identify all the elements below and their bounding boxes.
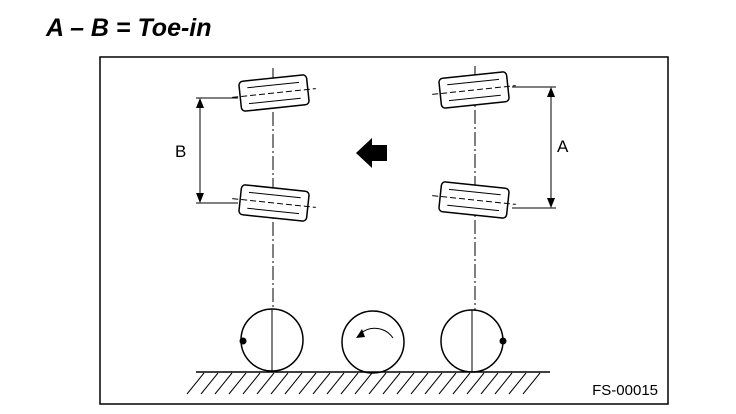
tire-right-rear: [429, 179, 519, 221]
tire-left-front: [229, 72, 319, 114]
diagram-frame: [99, 56, 669, 405]
tire-right-front: [429, 69, 519, 111]
ground-hatching: [186, 372, 541, 395]
tire-left-rear: [229, 182, 319, 224]
direction-arrow-icon: [356, 138, 387, 168]
dimension-a: [512, 86, 556, 209]
wheel-center-rotating: [341, 310, 405, 374]
page-title: A – B = Toe-in: [46, 14, 212, 42]
dimension-b: [196, 97, 238, 204]
wheel-right-side-view: [440, 309, 507, 373]
wheel-left-side-view: [239, 308, 304, 372]
label-a: A: [557, 137, 569, 156]
label-b: B: [175, 142, 186, 161]
figure-code: FS-00015: [592, 382, 658, 399]
